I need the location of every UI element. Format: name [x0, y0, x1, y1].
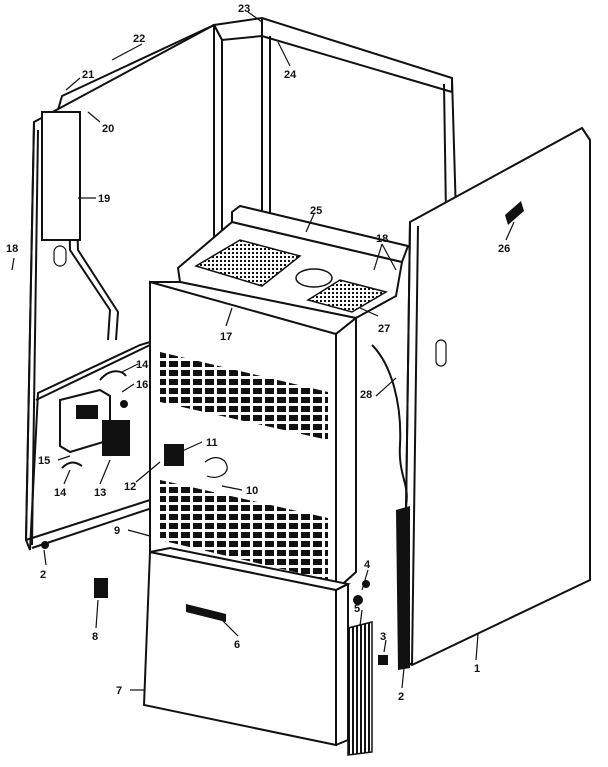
callout-27: 27 — [378, 323, 390, 335]
left-side-panel — [24, 23, 223, 551]
callout-2-right: 2 — [398, 691, 404, 703]
callout-3: 3 — [380, 631, 386, 643]
callout-12: 12 — [124, 481, 136, 493]
callout-16: 16 — [136, 379, 148, 391]
callout-10: 10 — [246, 485, 258, 497]
callout-1: 1 — [474, 663, 480, 675]
control-box — [59, 370, 130, 469]
callout-18-left: 18 — [6, 243, 18, 255]
callout-19: 19 — [98, 193, 110, 205]
callout-14-top: 14 — [136, 359, 149, 371]
callout-21: 21 — [82, 69, 94, 81]
callout-13: 13 — [94, 487, 106, 499]
callout-15: 15 — [38, 455, 50, 467]
callout-2-left: 2 — [40, 569, 46, 581]
rear-frame — [212, 16, 457, 258]
callout-22: 22 — [133, 33, 145, 45]
callout-5: 5 — [354, 603, 360, 615]
front-door — [142, 546, 352, 747]
callout-28: 28 — [360, 389, 372, 401]
callout-25: 25 — [310, 205, 322, 217]
callout-8: 8 — [92, 631, 98, 643]
callout-26: 26 — [498, 243, 510, 255]
callout-11: 11 — [206, 437, 218, 449]
leader-lines — [11, 11, 515, 691]
callout-20: 20 — [102, 123, 114, 135]
callout-24: 24 — [284, 69, 297, 81]
callout-4: 4 — [364, 559, 371, 571]
callout-17: 17 — [220, 331, 232, 343]
callout-18-right: 18 — [376, 233, 388, 245]
right-side-panel — [402, 126, 591, 667]
small-parts — [94, 344, 410, 756]
callout-23: 23 — [238, 3, 250, 15]
callout-7: 7 — [116, 685, 122, 697]
callout-14-bottom: 14 — [54, 487, 67, 499]
front-cabinet — [149, 280, 359, 593]
callout-6: 6 — [234, 639, 240, 651]
callout-9: 9 — [114, 525, 120, 537]
part-callouts: 22 23 24 21 20 19 18 25 18 26 27 17 28 1… — [6, 3, 510, 703]
